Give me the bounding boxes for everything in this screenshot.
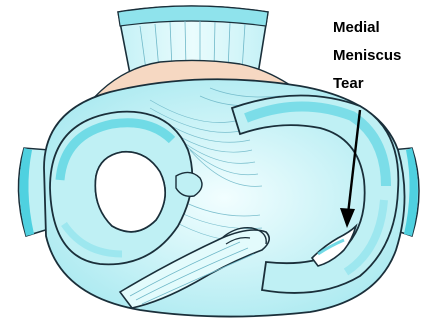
- annotation-line-meniscus: Meniscus: [333, 46, 401, 66]
- annotation-line-tear: Tear: [333, 74, 364, 94]
- annotation-line-medial: Medial: [333, 18, 380, 38]
- tibial-spine: [176, 172, 202, 196]
